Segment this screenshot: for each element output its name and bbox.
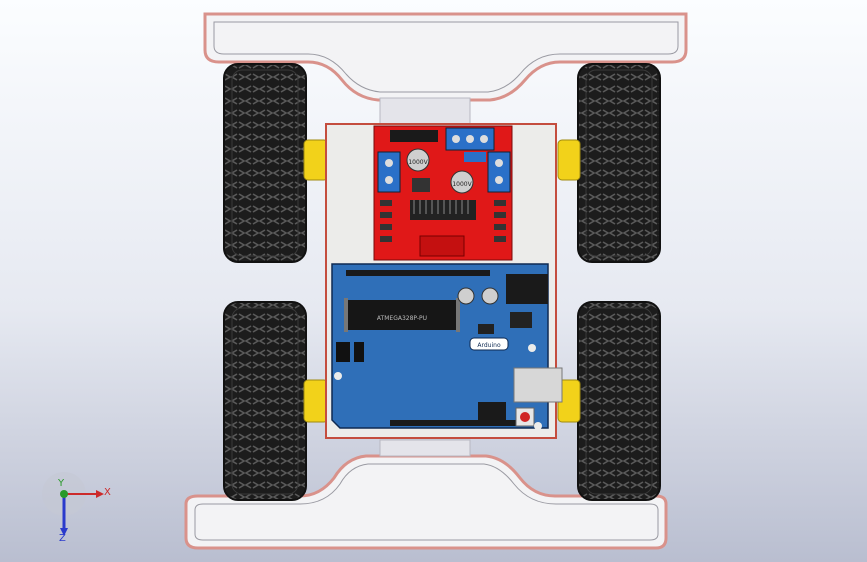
- motor-driver-capacitor-label: 1000V: [408, 159, 428, 166]
- atmega-chip-label: ATMEGA328P-PU: [377, 315, 427, 322]
- wheel-hub-rear-left: [303, 379, 329, 423]
- arduino-board: ATMEGA328P-PU Arduino: [331, 263, 563, 430]
- wheel-hub-front-left: [303, 139, 329, 181]
- chassis-bottom-frame: [184, 97, 668, 550]
- arduino-logo: Arduino: [477, 342, 501, 349]
- coordinate-triad: [42, 472, 104, 536]
- dc-power-jack: [506, 274, 548, 304]
- wheel-hub-front-right: [557, 139, 581, 181]
- wheel-front-right: [557, 63, 661, 263]
- chassis-top-frame: [203, 12, 688, 102]
- wheel-rear-left: [223, 301, 329, 501]
- axis-z-label: Z: [59, 533, 66, 544]
- axis-x-label: X: [104, 487, 111, 498]
- usb-connector: [513, 367, 563, 403]
- motor-driver-capacitor-label-2: 1000V: [452, 181, 472, 188]
- wheel-rear-right: [557, 301, 661, 501]
- atmega-chip: [348, 300, 456, 330]
- motor-driver-board: 1000V 1000V: [373, 125, 513, 261]
- axis-y-label: Y: [58, 478, 65, 489]
